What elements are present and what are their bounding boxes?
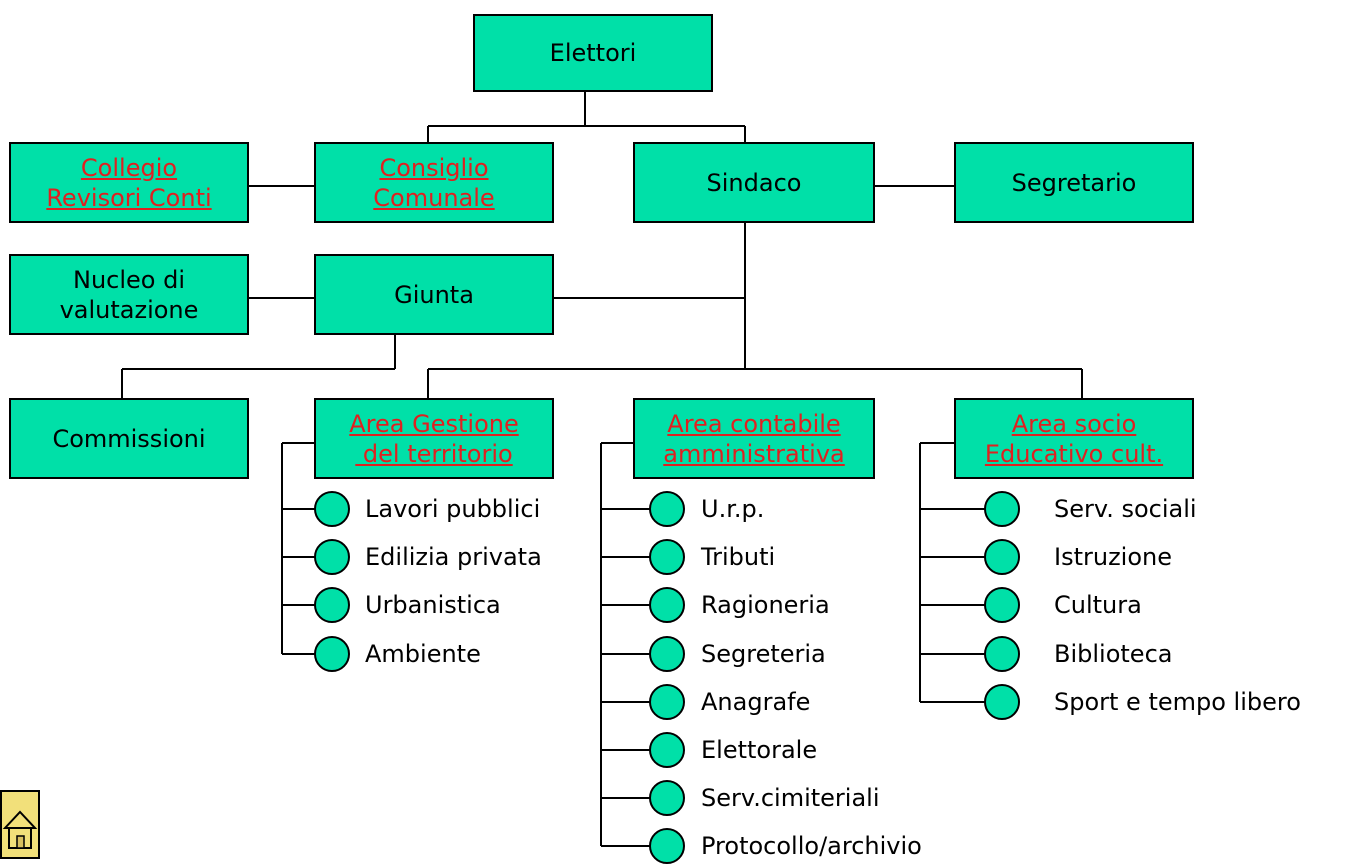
list-item-socio: Istruzione bbox=[1054, 543, 1172, 571]
home-icon bbox=[2, 810, 38, 849]
bullet-contabile bbox=[649, 828, 685, 864]
box-giunta: Giunta bbox=[314, 254, 554, 335]
box-area-gestione-line2[interactable]: del territorio bbox=[355, 439, 513, 468]
list-item-contabile: Segreteria bbox=[701, 640, 826, 668]
box-collegio-line1[interactable]: Collegio bbox=[80, 153, 178, 182]
box-area-contabile-line2[interactable]: amministrativa bbox=[663, 439, 845, 468]
box-area-contabile-line1[interactable]: Area contabile bbox=[667, 409, 841, 438]
bullet-gestione bbox=[314, 587, 350, 623]
box-commissioni-line1: Commissioni bbox=[52, 424, 206, 453]
box-elettori: Elettori bbox=[473, 14, 713, 92]
bullet-gestione bbox=[314, 491, 350, 527]
box-segretario: Segretario bbox=[954, 142, 1194, 223]
list-item-gestione: Urbanistica bbox=[365, 591, 501, 619]
list-item-socio: Biblioteca bbox=[1054, 640, 1173, 668]
bullet-gestione bbox=[314, 636, 350, 672]
list-item-contabile: Serv.cimiteriali bbox=[701, 784, 880, 812]
box-area-socio-line1[interactable]: Area socio bbox=[1011, 409, 1137, 438]
list-item-gestione: Lavori pubblici bbox=[365, 495, 541, 523]
list-item-contabile: Tributi bbox=[701, 543, 776, 571]
box-nucleo-valutazione: Nucleo di valutazione bbox=[9, 254, 249, 335]
box-area-socio[interactable]: Area socio Educativo cult. bbox=[954, 398, 1194, 479]
box-collegio-revisori[interactable]: Collegio Revisori Conti bbox=[9, 142, 249, 223]
bullet-socio bbox=[984, 684, 1020, 720]
bullet-socio bbox=[984, 491, 1020, 527]
bullet-socio bbox=[984, 587, 1020, 623]
bullet-contabile bbox=[649, 539, 685, 575]
list-item-contabile: Protocollo/archivio bbox=[701, 832, 922, 860]
bullet-contabile bbox=[649, 587, 685, 623]
bullet-contabile bbox=[649, 780, 685, 816]
box-collegio-line2[interactable]: Revisori Conti bbox=[46, 183, 212, 212]
box-nucleo-line1: Nucleo di bbox=[72, 265, 185, 294]
bullet-socio bbox=[984, 636, 1020, 672]
list-item-socio: Cultura bbox=[1054, 591, 1142, 619]
bullet-contabile bbox=[649, 732, 685, 768]
bullet-contabile bbox=[649, 491, 685, 527]
box-giunta-line1: Giunta bbox=[394, 280, 474, 309]
list-item-contabile: Ragioneria bbox=[701, 591, 830, 619]
list-item-gestione: Edilizia privata bbox=[365, 543, 542, 571]
list-item-contabile: Elettorale bbox=[701, 736, 818, 764]
bullet-socio bbox=[984, 539, 1020, 575]
box-consiglio-comunale[interactable]: Consiglio Comunale bbox=[314, 142, 554, 223]
box-segretario-line1: Segretario bbox=[1011, 168, 1137, 197]
list-item-contabile: Anagrafe bbox=[701, 688, 811, 716]
box-commissioni: Commissioni bbox=[9, 398, 249, 479]
box-area-gestione[interactable]: Area Gestione del territorio bbox=[314, 398, 554, 479]
list-item-contabile: U.r.p. bbox=[701, 495, 765, 523]
box-sindaco-line1: Sindaco bbox=[706, 168, 802, 197]
box-consiglio-line2[interactable]: Comunale bbox=[373, 183, 495, 212]
list-item-gestione: Ambiente bbox=[365, 640, 481, 668]
bullet-contabile bbox=[649, 636, 685, 672]
box-consiglio-line1[interactable]: Consiglio bbox=[379, 153, 489, 182]
bullet-gestione bbox=[314, 539, 350, 575]
box-elettori-line1: Elettori bbox=[549, 39, 637, 67]
home-button[interactable] bbox=[0, 790, 40, 859]
box-area-socio-line2[interactable]: Educativo cult. bbox=[984, 439, 1164, 468]
box-sindaco: Sindaco bbox=[633, 142, 875, 223]
list-item-socio: Serv. sociali bbox=[1054, 495, 1197, 523]
box-nucleo-line2: valutazione bbox=[59, 295, 199, 324]
list-item-socio: Sport e tempo libero bbox=[1054, 688, 1301, 716]
box-area-contabile[interactable]: Area contabile amministrativa bbox=[633, 398, 875, 479]
box-area-gestione-line1[interactable]: Area Gestione bbox=[349, 409, 519, 438]
bullet-contabile bbox=[649, 684, 685, 720]
